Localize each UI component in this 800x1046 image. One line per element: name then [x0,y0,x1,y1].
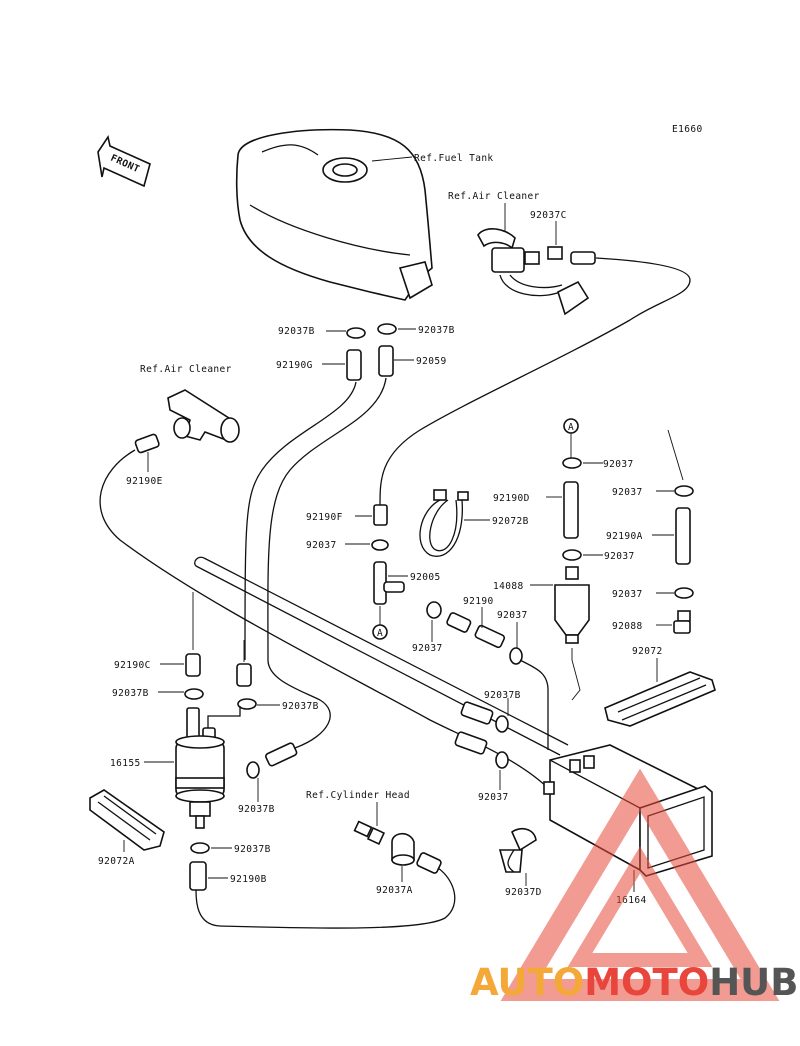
label-92037-e: 92037 [478,792,509,803]
clamp-icon [190,842,210,854]
label-16164: 16164 [616,895,647,906]
label-92037C: 92037C [530,210,567,221]
label-14088: 14088 [493,581,524,592]
clamp-icon [674,587,694,599]
air-cleaner-tee [167,389,240,443]
watermark-moto: MOTO [584,961,709,1004]
label-92072: 92072 [632,646,663,657]
clamp-icon [426,601,442,619]
label-92190G: 92190G [276,360,313,371]
label-92072A: 92072A [98,856,135,867]
label-92037-b: 92037 [604,551,635,562]
label-92037B-tl: 92037B [278,326,315,337]
label-92037-right1: 92037 [612,487,643,498]
vacuum-valve-assembly [477,228,596,316]
label-92037B-lo: 92037B [238,804,275,815]
label-92190E: 92190E [126,476,163,487]
label-92190B: 92190B [230,874,267,885]
separator-unit [554,566,590,644]
clamp-icon [509,647,523,665]
strap-92072A [89,789,165,851]
label-92037-c: 92037 [497,610,528,621]
fuel-pump-16155 [175,706,241,829]
tee-fitting [373,561,405,605]
clip-92037D [498,827,537,873]
ref-air-cleaner-top: Ref.Air Cleaner [448,191,540,202]
label-92037B-l: 92037B [112,688,149,699]
clamp-icon [371,539,389,551]
label-92037B-r: 92037B [484,690,521,701]
clamp-icon [495,751,509,769]
label-92037B-bot: 92037B [234,844,271,855]
clamp-icon [377,323,397,335]
ref-air-cleaner-left: Ref.Air Cleaner [140,364,232,375]
connector-a-top: A [568,422,574,433]
clamp-icon [674,485,694,497]
watermark-hub: HUB [709,961,798,1004]
ref-cylinder-head: Ref.Cylinder Head [306,790,410,801]
diagram-code: E1660 [672,124,703,135]
label-92088: 92088 [612,621,643,632]
front-arrow-icon: FRONT [97,134,151,188]
watermark-auto: AUTO [470,961,584,1004]
clamp-icon [495,715,509,733]
label-92190F: 92190F [306,512,343,523]
label-92037-right2: 92037 [612,589,643,600]
band-strap [419,489,469,557]
connector-a-bottom: A [377,628,383,639]
label-92190C: 92190C [114,660,151,671]
label-92037-mid: 92037 [306,540,337,551]
label-92037B-m: 92037B [282,701,319,712]
watermark-triangle [500,768,780,1001]
fitting-cylinder-head [353,820,386,846]
clamp-icon [246,761,260,779]
ref-fuel-tank: Ref.Fuel Tank [414,153,494,164]
label-92037-a: 92037 [603,459,634,470]
clamp-icon [562,457,582,469]
fuel-tank-illustration [235,128,433,301]
strap-92072 [604,671,716,727]
fitting-92088 [673,610,691,634]
clamp-icon [346,327,366,339]
clamp-icon [184,688,204,700]
label-92059: 92059 [416,356,447,367]
label-92005: 92005 [410,572,441,583]
label-92190A: 92190A [606,531,643,542]
label-92037-d: 92037 [412,643,443,654]
label-92072B: 92072B [492,516,529,527]
clamp-92037A [391,832,415,866]
clamp-icon [562,549,582,561]
label-92037B-tr: 92037B [418,325,455,336]
clamp-icon [237,698,257,710]
label-92190D: 92190D [493,493,530,504]
label-92037A: 92037A [376,885,413,896]
label-16155: 16155 [110,758,141,769]
label-92037D: 92037D [505,887,542,898]
watermark-logo: AUTOMOTOHUB [470,961,798,1004]
label-92190: 92190 [463,596,494,607]
